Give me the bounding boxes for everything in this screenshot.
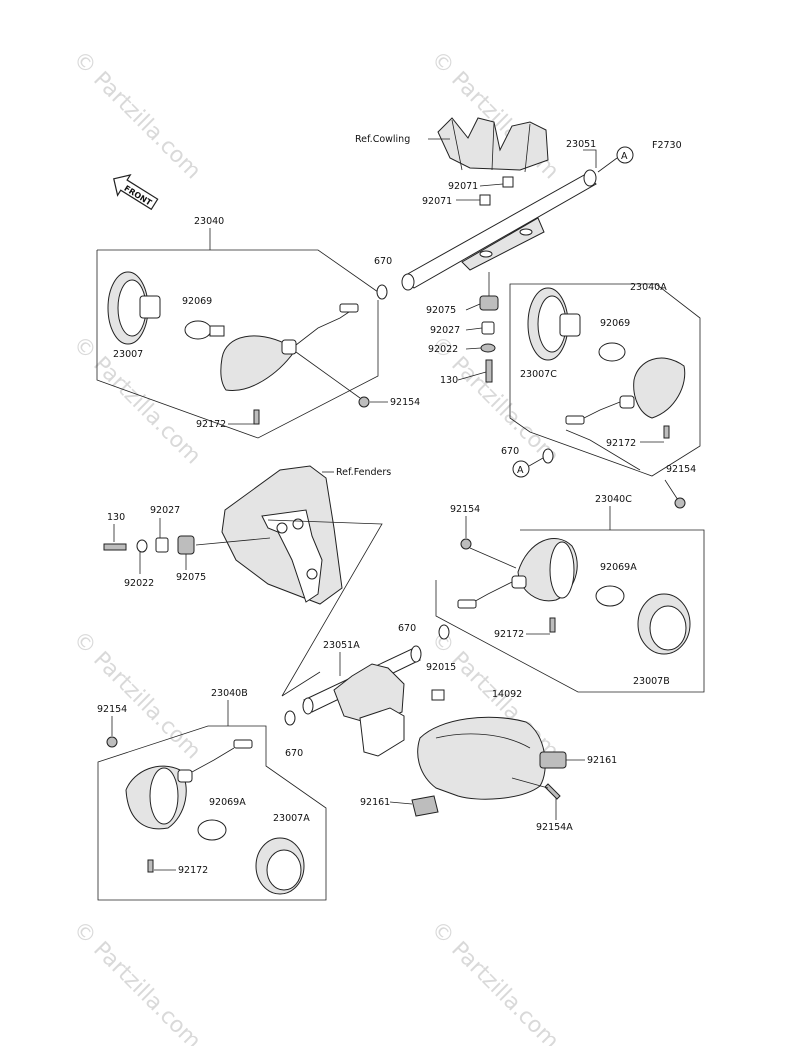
part-label: 92161 bbox=[360, 797, 390, 808]
part-label: 92027 bbox=[430, 325, 460, 336]
part-label: 92172 bbox=[178, 865, 208, 876]
part-label: 23040B bbox=[211, 688, 248, 699]
part-label: 92154 bbox=[666, 464, 696, 475]
part-label: 92069 bbox=[182, 296, 212, 307]
part-label: 92075 bbox=[426, 305, 456, 316]
part-label: 23007C bbox=[520, 369, 557, 380]
part-label: 92069 bbox=[600, 318, 630, 329]
assembly-23040B bbox=[97, 710, 327, 901]
clip-92015 bbox=[431, 689, 445, 701]
part-label: 92069A bbox=[209, 797, 246, 808]
part-label: 92015 bbox=[426, 662, 456, 673]
marker-a-top bbox=[616, 146, 634, 164]
part-label: 23051 bbox=[566, 139, 596, 150]
part-label: 92172 bbox=[196, 419, 226, 430]
part-label: 130 bbox=[440, 375, 458, 386]
part-label: 23040A bbox=[630, 282, 667, 293]
figure-code: F2730 bbox=[652, 140, 682, 151]
rear-fender-plate bbox=[221, 465, 383, 697]
watermark: © Partzilla.com bbox=[68, 47, 206, 185]
part-label: 92161 bbox=[587, 755, 617, 766]
rear-bar-23051A bbox=[302, 645, 422, 757]
washer-92022-top bbox=[480, 343, 496, 353]
watermark: © Partzilla.com bbox=[68, 627, 206, 765]
washer-92022-rear bbox=[136, 539, 148, 553]
marker-a-label: A bbox=[517, 465, 524, 476]
part-label: 92069A bbox=[600, 562, 637, 573]
clip-92071-b bbox=[502, 176, 514, 188]
screw-92154A bbox=[544, 783, 561, 800]
watermark: © Partzilla.com bbox=[426, 917, 564, 1046]
part-label: 14092 bbox=[492, 689, 522, 700]
tab-92161-right bbox=[539, 751, 567, 769]
assembly-23040C bbox=[435, 529, 705, 693]
front-bar-23051 bbox=[401, 169, 597, 291]
part-label: 92154A bbox=[536, 822, 573, 833]
part-label: 92071 bbox=[448, 181, 478, 192]
part-label: 92154 bbox=[450, 504, 480, 515]
clip-92071-a bbox=[479, 194, 491, 206]
tab-92161-left bbox=[411, 795, 439, 817]
part-label: 23040 bbox=[194, 216, 224, 227]
rear-cover-14092 bbox=[417, 716, 546, 800]
part-label: 23007A bbox=[273, 813, 310, 824]
part-label: 130 bbox=[107, 512, 125, 523]
watermark: © Partzilla.com bbox=[68, 917, 206, 1046]
collar-92027-top bbox=[481, 321, 495, 335]
part-label: 92154 bbox=[390, 397, 420, 408]
ref-cowling-label: Ref.Cowling bbox=[355, 134, 410, 145]
bolt-130-rear bbox=[103, 543, 127, 551]
assembly-23040 bbox=[96, 249, 388, 439]
part-label: 92172 bbox=[606, 438, 636, 449]
collar-92027-rear bbox=[155, 537, 169, 553]
ref-fenders-label: Ref.Fenders bbox=[336, 467, 391, 478]
grommet-92075-top bbox=[479, 295, 499, 311]
part-label: 23007B bbox=[633, 676, 670, 687]
marker-a-label: A bbox=[621, 151, 628, 162]
part-label: 92071 bbox=[422, 196, 452, 207]
part-label: 23051A bbox=[323, 640, 360, 651]
part-label: 92027 bbox=[150, 505, 180, 516]
front-arrow-icon: FRONT bbox=[113, 174, 159, 211]
marker-a-right bbox=[512, 460, 530, 478]
part-label: 92022 bbox=[124, 578, 154, 589]
part-label: 670 bbox=[285, 748, 303, 759]
part-label: 92022 bbox=[428, 344, 458, 355]
part-label: 670 bbox=[501, 446, 519, 457]
part-label: 670 bbox=[398, 623, 416, 634]
part-label: 23040C bbox=[595, 494, 632, 505]
grommet-92075-rear bbox=[177, 535, 195, 555]
cowling-bracket bbox=[437, 117, 549, 173]
bolt-130-top bbox=[485, 359, 493, 383]
part-label: 92172 bbox=[494, 629, 524, 640]
part-label: 92075 bbox=[176, 572, 206, 583]
part-label: 92154 bbox=[97, 704, 127, 715]
part-label: 23007 bbox=[113, 349, 143, 360]
part-label: 670 bbox=[374, 256, 392, 267]
assembly-23040A bbox=[509, 283, 701, 509]
